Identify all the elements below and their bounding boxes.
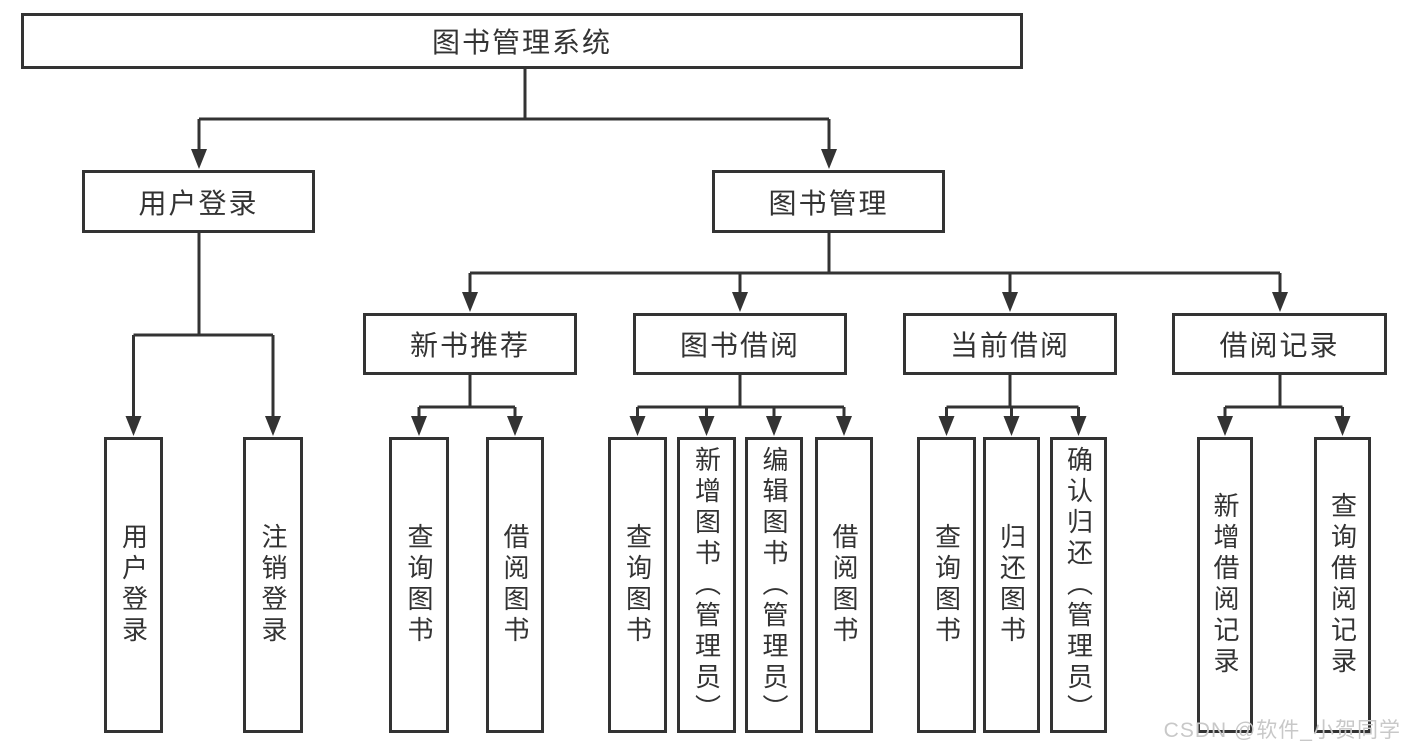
leaf-user-login-label: 用户登录 <box>118 523 149 647</box>
node-book-management: 图书管理 <box>712 170 945 233</box>
leaf-query-books-borrow-label: 查询图书 <box>622 523 653 647</box>
node-current-borrow-label: 当前借阅 <box>949 330 1070 361</box>
leaf-query-books-current: 查询图书 <box>917 437 976 733</box>
leaf-add-books-admin-label: 新增图书（管理员） <box>691 445 722 725</box>
arrowhead <box>938 416 955 436</box>
arrowhead <box>766 416 782 436</box>
leaf-query-borrow-record-label: 查询借阅记录 <box>1327 492 1358 678</box>
book-borrow-group-connectors <box>629 375 852 436</box>
arrowhead <box>836 416 852 436</box>
node-book-borrow-label: 图书借阅 <box>679 330 800 361</box>
leaf-borrow-books-recommend: 借阅图书 <box>486 437 544 733</box>
leaf-borrow-books-recommend-label: 借阅图书 <box>500 523 530 647</box>
leaf-user-login: 用户登录 <box>104 437 163 733</box>
arrowhead <box>732 292 748 312</box>
node-current-borrow: 当前借阅 <box>903 313 1117 375</box>
leaf-edit-books-admin-label: 编辑图书（管理员） <box>759 445 789 725</box>
node-root: 图书管理系统 <box>21 13 1023 69</box>
leaf-confirm-return-admin-label: 确认归还（管理员） <box>1063 445 1094 725</box>
arrowhead <box>462 292 478 312</box>
arrowhead <box>821 149 837 169</box>
arrowhead <box>698 416 715 436</box>
leaf-add-borrow-record: 新增借阅记录 <box>1197 437 1253 733</box>
root-connectors <box>191 69 837 169</box>
csdn-watermark: CSDN @软件_小贺同学 <box>1163 719 1401 742</box>
node-new-book-recommend-label: 新书推荐 <box>409 330 530 361</box>
new-book-group-connectors <box>411 375 523 436</box>
leaf-query-books-recommend: 查询图书 <box>389 437 449 733</box>
node-user-login-label: 用户登录 <box>138 187 259 219</box>
arrowhead <box>507 416 523 436</box>
borrow-records-group-connectors <box>1217 375 1351 436</box>
arrowhead <box>1334 416 1351 436</box>
node-book-management-label: 图书管理 <box>768 187 889 219</box>
leaf-logout-label: 注销登录 <box>258 523 288 647</box>
arrowhead <box>1002 292 1018 312</box>
leaf-query-books-recommend-label: 查询图书 <box>404 523 434 647</box>
arrowhead <box>191 149 207 169</box>
current-borrow-group-connectors <box>938 375 1087 436</box>
arrowhead <box>125 416 142 436</box>
leaf-logout: 注销登录 <box>243 437 303 733</box>
leaf-query-books-borrow: 查询图书 <box>608 437 667 733</box>
user-login-connectors <box>125 233 281 436</box>
leaf-return-books: 归还图书 <box>983 437 1040 733</box>
leaf-borrow-books: 借阅图书 <box>815 437 873 733</box>
node-book-borrow: 图书借阅 <box>633 313 847 375</box>
book-management-connectors <box>462 233 1288 312</box>
arrowhead <box>1070 416 1087 436</box>
leaf-query-borrow-record: 查询借阅记录 <box>1314 437 1371 733</box>
node-root-label: 图书管理系统 <box>431 27 612 58</box>
leaf-return-books-label: 归还图书 <box>996 523 1027 647</box>
leaf-confirm-return-admin: 确认归还（管理员） <box>1050 437 1107 733</box>
node-new-book-recommend: 新书推荐 <box>363 313 577 375</box>
arrowhead <box>1272 292 1288 312</box>
arrowhead <box>1217 416 1233 436</box>
node-borrow-records: 借阅记录 <box>1172 313 1387 375</box>
arrowhead <box>411 416 427 436</box>
leaf-add-books-admin: 新增图书（管理员） <box>677 437 736 733</box>
node-borrow-records-label: 借阅记录 <box>1219 330 1340 361</box>
arrowhead <box>629 416 646 436</box>
arrowhead <box>1003 416 1020 436</box>
node-user-login: 用户登录 <box>82 170 315 233</box>
leaf-query-books-current-label: 查询图书 <box>931 523 962 647</box>
leaf-borrow-books-label: 借阅图书 <box>829 523 859 647</box>
leaf-edit-books-admin: 编辑图书（管理员） <box>745 437 803 733</box>
arrowhead <box>265 416 281 436</box>
leaf-add-borrow-record-label: 新增借阅记录 <box>1210 492 1240 678</box>
